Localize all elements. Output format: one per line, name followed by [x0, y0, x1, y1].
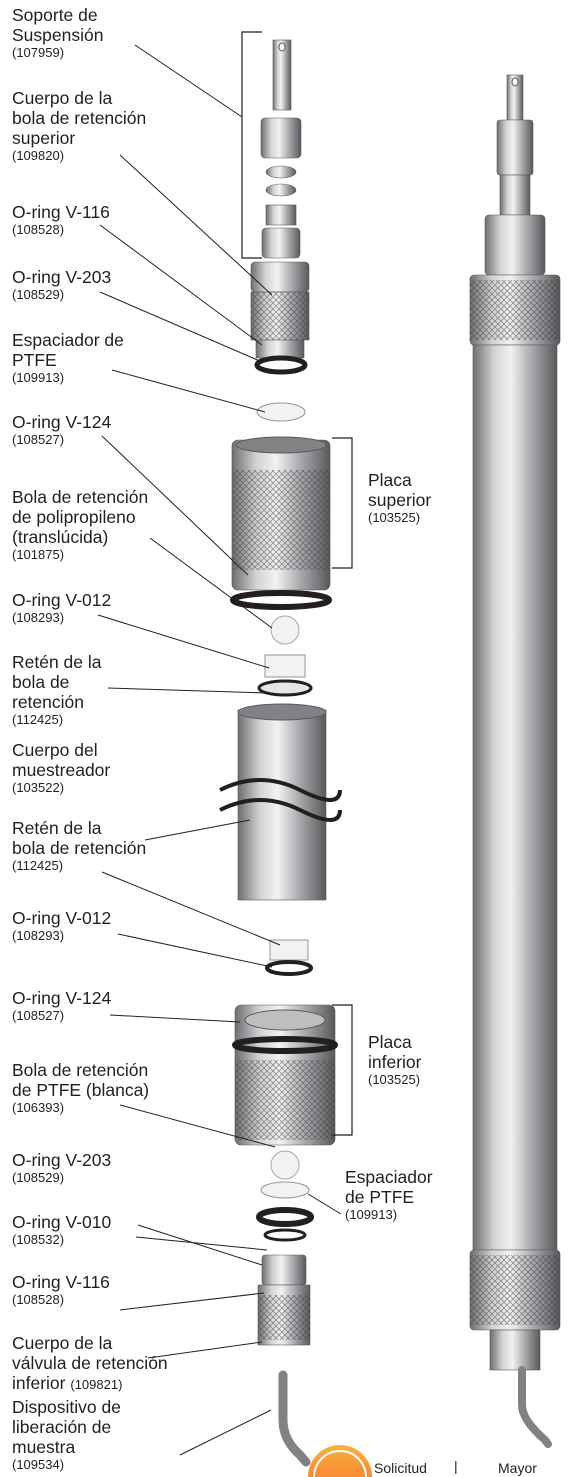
label-line: O-ring V-124: [12, 412, 112, 432]
label-discharge-device: Dispositivo de liberación de muestra (10…: [12, 1397, 121, 1473]
part-number: (108528): [12, 222, 65, 237]
footer-tab-divider: |: [454, 1458, 458, 1474]
label-line: bola de retención: [12, 108, 147, 128]
label-line: Dispositivo de: [12, 1397, 121, 1417]
label-line: retención: [12, 692, 84, 712]
part-number: (108293): [12, 928, 65, 943]
label-ptfe-spacer-bottom: Espaciador de PTFE (109913): [345, 1167, 433, 1223]
label-ptfe-ball: Bola de retención de PTFE (blanca) (1063…: [12, 1060, 149, 1116]
part-number: (103522): [12, 780, 65, 795]
label-line: válvula de retención: [12, 1353, 168, 1373]
label-line: O-ring V-012: [12, 590, 112, 610]
part-number: (112425): [12, 858, 64, 873]
label-oring-v012-top: O-ring V-012 (108293): [12, 590, 111, 626]
label-line: bola de retención: [12, 838, 147, 858]
label-pp-ball: Bola de retención de polipropileno (tran…: [12, 487, 148, 563]
label-line: Cuerpo de la: [12, 88, 113, 108]
label-oring-v010: O-ring V-010 (108532): [12, 1212, 111, 1248]
label-line: Retén de la: [12, 818, 102, 838]
label-upper-plate: Placa superior (103525): [368, 470, 431, 526]
part-number: (108527): [12, 432, 65, 447]
part-number: (103525): [368, 1072, 421, 1087]
label-line: bola de: [12, 672, 70, 692]
label-line: Soporte de: [12, 5, 98, 25]
part-number: (112425): [12, 712, 64, 727]
part-number: (109820): [12, 148, 65, 163]
label-line: PTFE: [12, 350, 57, 370]
part-number: (101875): [12, 547, 65, 562]
label-line: O-ring V-010: [12, 1212, 112, 1232]
leader-lines: [97, 44, 342, 1456]
part-number: (108532): [12, 1232, 65, 1247]
footer-tab-bar: Solicitud | Mayor: [340, 1455, 574, 1477]
label-oring-v012-bottom: O-ring V-012 (108293): [12, 908, 111, 944]
label-ball-retainer-bottom: Retén de la bola de retención (112425): [12, 818, 146, 874]
assembled-sampler: [469, 74, 561, 1448]
label-line: Bola de retención: [12, 487, 149, 507]
group-brackets: [241, 31, 353, 1136]
part-number: (106393): [12, 1100, 65, 1115]
label-line: de PTFE: [345, 1187, 415, 1207]
label-line: superior: [12, 128, 76, 148]
label-line: O-ring V-203: [12, 267, 112, 287]
footer-tab-mayor[interactable]: Mayor: [498, 1460, 537, 1476]
label-oring-v116-top: O-ring V-116 (108528): [12, 202, 110, 238]
label-line: (translúcida): [12, 527, 109, 547]
label-line: inferior (109821): [12, 1373, 168, 1395]
exploded-parts: [219, 39, 342, 1467]
label-line: Retén de la: [12, 652, 102, 672]
label-sampler-body: Cuerpo del muestreador (103522): [12, 740, 110, 796]
footer-icon: [308, 1445, 372, 1477]
label-line: Placa: [368, 470, 412, 490]
part-number: (109913): [12, 370, 65, 385]
label-lower-plate: Placa inferior (103525): [368, 1032, 422, 1088]
label-line: Espaciador de: [12, 330, 124, 350]
label-line: Suspensión: [12, 25, 104, 45]
label-hanger: Soporte de Suspensión (107959): [12, 5, 103, 61]
part-number: (107959): [12, 45, 65, 60]
part-number: (108293): [12, 610, 65, 625]
label-line: superior: [368, 490, 432, 510]
part-number: (109913): [345, 1207, 398, 1222]
part-number: (108528): [12, 1292, 65, 1307]
part-number: (109821): [70, 1377, 123, 1392]
part-number: (103525): [368, 510, 421, 525]
label-line: O-ring V-116: [12, 202, 110, 222]
label-line: O-ring V-012: [12, 908, 112, 928]
label-line: muestreador: [12, 760, 111, 780]
label-line: O-ring V-116: [12, 1272, 110, 1292]
label-line: Espaciador: [345, 1167, 433, 1187]
label-oring-v203-bottom: O-ring V-203 (108529): [12, 1150, 111, 1186]
footer-tab-solicitud[interactable]: Solicitud: [374, 1460, 427, 1476]
label-line: O-ring V-203: [12, 1150, 112, 1170]
part-number: (108527): [12, 1008, 65, 1023]
label-oring-v116-bottom: O-ring V-116 (108528): [12, 1272, 110, 1308]
label-oring-v203-top: O-ring V-203 (108529): [12, 267, 111, 303]
label-lower-check-valve-body: Cuerpo de la válvula de retención inferi…: [12, 1333, 168, 1395]
label-line: Placa: [368, 1032, 412, 1052]
part-number: (108529): [12, 1170, 65, 1185]
label-line-text: inferior: [12, 1373, 66, 1393]
label-line: de polipropileno: [12, 507, 136, 527]
label-ptfe-spacer-top: Espaciador de PTFE (109913): [12, 330, 124, 386]
label-line: Bola de retención: [12, 1060, 149, 1080]
label-line: muestra: [12, 1437, 76, 1457]
part-number: (109534): [12, 1457, 65, 1472]
label-line: de PTFE (blanca): [12, 1080, 150, 1100]
label-line: inferior: [368, 1052, 422, 1072]
label-line: liberación de: [12, 1417, 112, 1437]
label-oring-v124-bottom: O-ring V-124 (108527): [12, 988, 111, 1024]
label-oring-v124-top: O-ring V-124 (108527): [12, 412, 111, 448]
label-upper-check-body: Cuerpo de la bola de retención superior …: [12, 88, 146, 164]
label-ball-retainer-top: Retén de la bola de retención (112425): [12, 652, 102, 728]
part-number: (108529): [12, 287, 65, 302]
label-line: Cuerpo del: [12, 740, 98, 760]
label-line: Cuerpo de la: [12, 1333, 113, 1353]
label-line: O-ring V-124: [12, 988, 112, 1008]
